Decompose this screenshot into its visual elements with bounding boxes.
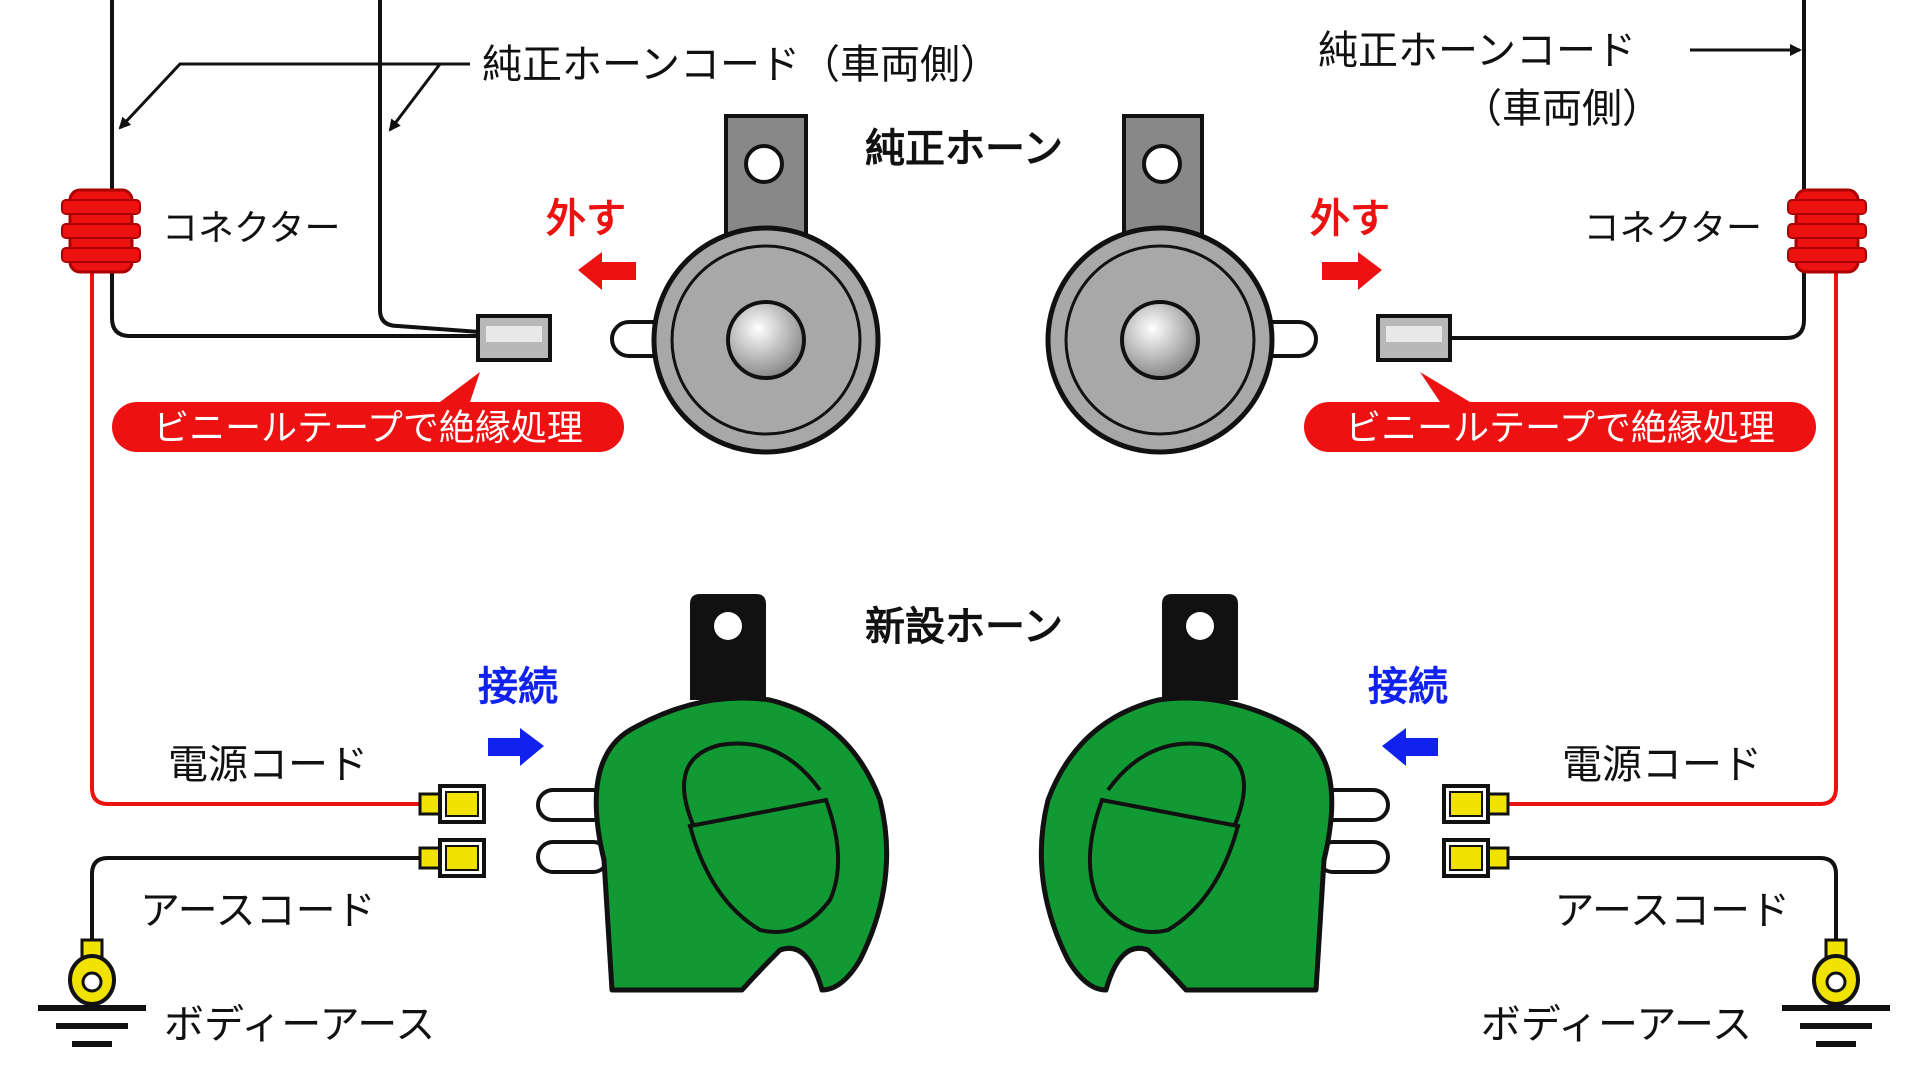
connect-label-left: 接続 (478, 664, 558, 710)
insulated-plug-right (1376, 314, 1452, 362)
remove-arrow-right-icon (1322, 252, 1382, 290)
vinyl-tape-callout-right (1304, 372, 1816, 452)
stock-cord-right-wires (1448, 0, 1806, 340)
connect-arrow-right-icon (1382, 728, 1438, 766)
earth-cord-label-right: アースコード (1554, 888, 1790, 934)
connector-label-left: コネクター (162, 208, 341, 249)
vinyl-tape-label-right: ビニールテープで絶縁処理 (1345, 408, 1775, 449)
ground-symbol-left (38, 938, 146, 1047)
stock-cord-callout-lines (118, 44, 1802, 132)
connector-label-right: コネクター (1583, 208, 1762, 249)
power-cord-label-left: 電源コード (168, 742, 368, 788)
terminal-power-right (1442, 784, 1510, 824)
remove-label-right: 外す (1310, 196, 1390, 242)
vinyl-tape-label-left: ビニールテープで絶縁処理 (153, 408, 583, 449)
new-horn-title: 新設ホーン (865, 604, 1063, 650)
connect-arrow-left-icon (488, 728, 544, 766)
power-cord-wires (90, 270, 1838, 806)
insulated-plug-left (476, 314, 552, 362)
connect-label-right: 接続 (1368, 664, 1448, 710)
connector-left (61, 188, 141, 274)
body-earth-label-right: ボディーアース (1481, 1002, 1752, 1048)
stock-horn-right (1045, 114, 1318, 455)
earth-cord-wires (90, 856, 1838, 950)
stock-horn-title: 純正ホーン (865, 126, 1063, 172)
body-earth-label-left: ボディーアース (164, 1002, 435, 1048)
stock-horn-cord-label-right-line1: 純正ホーンコード (1318, 28, 1636, 74)
earth-cord-label-left: アースコード (140, 888, 376, 934)
new-horn-left (536, 594, 890, 993)
power-cord-label-right: 電源コード (1562, 742, 1762, 788)
remove-arrow-left-icon (578, 252, 636, 290)
stock-horn-cord-label-right-line2: （車両側） (1462, 86, 1662, 132)
terminal-earth-right (1442, 838, 1510, 878)
terminal-power-left (418, 784, 486, 824)
stock-horn-cord-label-left: 純正ホーンコード（車両側） (482, 42, 1000, 88)
vinyl-tape-callout-left (112, 372, 624, 452)
new-horn-right (1038, 594, 1390, 993)
terminal-earth-left (418, 838, 486, 878)
stock-cord-left-wires (110, 0, 481, 338)
remove-label-left: 外す (546, 196, 626, 242)
stock-horn-left (610, 114, 881, 455)
connector-right (1787, 188, 1867, 274)
ground-symbol-right (1782, 938, 1890, 1047)
